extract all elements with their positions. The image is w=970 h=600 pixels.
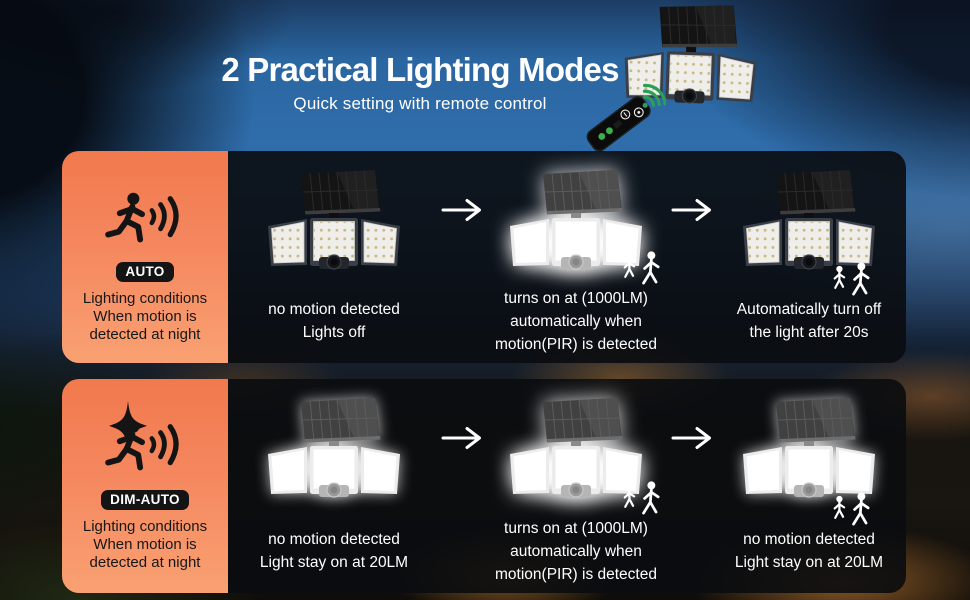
step-dim-standby: no motion detected Light stay on at 20LM <box>228 379 440 593</box>
mode-description-line: detected at night <box>89 554 201 571</box>
arrow-right-icon <box>440 151 482 363</box>
caption-line: Lights off <box>302 324 366 341</box>
caption-line: automatically when <box>510 543 642 560</box>
mode-panel-auto: AUTO Lighting conditions When motion is … <box>62 151 906 363</box>
step-lights-on: turns on at (1000LM) automatically when … <box>482 379 670 593</box>
header: 2 Practical Lighting Modes Quick setting… <box>160 52 680 114</box>
mode-badge: AUTO <box>116 262 174 282</box>
mode-info-auto: AUTO Lighting conditions When motion is … <box>62 151 228 363</box>
step-caption: no motion detected Lights off <box>228 298 440 344</box>
mode-badge: DIM-AUTO <box>101 490 189 510</box>
caption-line: turns on at (1000LM) <box>504 520 648 537</box>
solar-light-off-image <box>738 166 880 270</box>
step-lights-on: turns on at (1000LM) automatically when … <box>482 151 670 363</box>
walking-people-icon <box>830 261 876 299</box>
remote-control-icon <box>586 96 651 152</box>
solar-light-on-image <box>483 166 669 290</box>
step-caption: no motion detected Light stay on at 20LM <box>228 528 440 574</box>
walking-people-icon <box>620 250 666 288</box>
sparkle-icon <box>84 401 172 467</box>
caption-line: Light stay on at 20LM <box>259 554 409 571</box>
solar-light-on-image <box>483 394 669 518</box>
solar-light-dim-image <box>730 394 888 506</box>
caption-line: no motion detected <box>268 531 400 548</box>
mode-steps: no motion detected Light stay on at 20LM… <box>228 379 906 593</box>
wifi-signal-icon <box>628 80 666 118</box>
mode-panel-dim-auto: DIM-AUTO Lighting conditions When motion… <box>62 379 906 593</box>
mode-steps: no motion detected Lights off turns on a… <box>228 151 906 363</box>
caption-line: motion(PIR) is detected <box>495 336 657 353</box>
caption-line: Light stay on at 20LM <box>734 554 884 571</box>
mode-description-line: Lighting conditions <box>82 290 208 307</box>
step-dim-standby: no motion detected Light stay on at 20LM <box>712 379 906 593</box>
caption-line: the light after 20s <box>749 324 869 341</box>
mode-description: Lighting conditions When motion is detec… <box>83 518 207 572</box>
page-title: 2 Practical Lighting Modes <box>221 51 619 88</box>
arrow-right-icon <box>670 151 712 363</box>
mode-description-line: Lighting conditions <box>82 518 208 535</box>
arrow-right-icon <box>670 379 712 593</box>
sparkle-running-person-motion-waves-icon <box>101 417 189 483</box>
step-auto-off: Automatically turn off the light after 2… <box>712 151 906 363</box>
step-caption: turns on at (1000LM) automatically when … <box>482 517 670 586</box>
solar-light-dim-image <box>255 394 413 506</box>
page-subtitle: Quick setting with remote control <box>293 94 547 113</box>
mode-description: Lighting conditions When motion is detec… <box>83 290 207 344</box>
running-person-motion-waves-icon <box>101 189 189 255</box>
step-caption: turns on at (1000LM) automatically when … <box>482 287 670 356</box>
caption-line: motion(PIR) is detected <box>495 566 657 583</box>
mode-description-line: detected at night <box>89 326 201 343</box>
step-caption: no motion detected Light stay on at 20LM <box>712 528 906 574</box>
walking-people-icon <box>620 480 666 518</box>
walking-people-icon <box>830 491 876 529</box>
caption-line: no motion detected <box>268 301 400 318</box>
caption-line: turns on at (1000LM) <box>504 290 648 307</box>
mode-description-line: When motion is <box>93 308 197 325</box>
arrow-right-icon <box>440 379 482 593</box>
step-lights-off: no motion detected Lights off <box>228 151 440 363</box>
caption-line: no motion detected <box>743 531 875 548</box>
solar-light-off-image <box>263 166 405 270</box>
caption-line: automatically when <box>510 313 642 330</box>
step-caption: Automatically turn off the light after 2… <box>712 298 906 344</box>
mode-info-dim-auto: DIM-AUTO Lighting conditions When motion… <box>62 379 228 593</box>
caption-line: Automatically turn off <box>736 301 882 318</box>
mode-description-line: When motion is <box>93 536 197 553</box>
